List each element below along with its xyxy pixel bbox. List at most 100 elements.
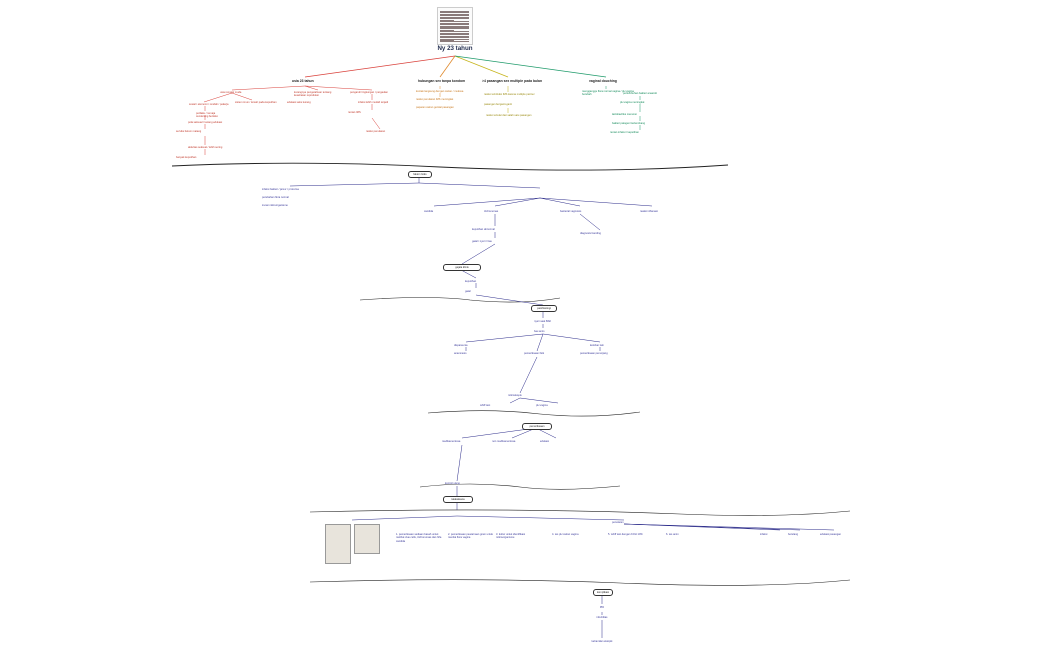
note: sistem imun / lemah pada keputihan [235, 101, 277, 104]
note: perilaku / remaja cenderung berisiko [196, 112, 218, 119]
note: 5. whiff test dengan KOH 10% [608, 533, 643, 536]
photo-thumbnail[interactable] [354, 524, 380, 554]
note: 2. pemeriksaan pewarnaan gram untuk meni… [448, 533, 493, 540]
note: 1. pemeriksaan sediaan basah untuk melih… [396, 533, 442, 543]
note: 6. tes amin [666, 533, 679, 536]
note: anamnesis [454, 352, 467, 355]
note: infeksi lebih mudah terjadi [358, 101, 388, 104]
note: keputihan [465, 280, 477, 283]
note: rentan infeksi / keputihan [610, 131, 639, 134]
note: kontak langsung dengan cairan / mukosa [416, 90, 464, 93]
note: gatal / nyeri / bau [472, 240, 492, 243]
document-text-line [440, 22, 469, 24]
branch-usia[interactable]: usia 23 tahun [292, 79, 314, 83]
note: medikamentosa [442, 440, 461, 443]
note: edukasi pasangan [820, 533, 842, 536]
document-text-line [440, 15, 469, 16]
photo-thumbnail[interactable] [325, 524, 351, 564]
note: kurangnya pengetahuan tentang kesehatan … [294, 91, 332, 98]
note: pH vagina [536, 404, 548, 407]
note: resiko penularan IMS meningkat [416, 98, 454, 101]
document-text-line [440, 28, 469, 29]
note: sosial / ekonomi / rendah / pekerja [189, 103, 229, 106]
section-separator [171, 162, 729, 171]
note: 4. tes pH cairan vagina [552, 533, 579, 536]
document-text-line [440, 26, 469, 28]
note: mikroskopis [508, 394, 522, 397]
connector-line [304, 85, 373, 91]
note: invasi mikroorganisme [262, 204, 288, 207]
connector-line [203, 92, 233, 103]
connector-line [460, 269, 477, 279]
section-box-gejala[interactable]: gejala klinis [443, 264, 481, 271]
source-document-thumbnail[interactable] [437, 7, 473, 45]
note: pengaruh lingkungan / pergaulan [350, 91, 388, 94]
document-text-line [440, 18, 469, 19]
note: bau amis [534, 330, 545, 333]
note: penularan [612, 521, 624, 524]
connector-line [519, 397, 559, 404]
connector-line [579, 213, 601, 231]
branch-pasangan[interactable]: >4 pasangan sex multiple pada bulan [482, 79, 543, 83]
section-box-faktor-risiko[interactable]: faktor risiko [408, 171, 432, 178]
connector-line [539, 197, 653, 207]
note: kehamilan ektopik [591, 640, 613, 643]
note: reaksi inflamasi [640, 210, 658, 213]
connector-line [461, 243, 496, 265]
root-node-title[interactable]: Ny 23 tahun [437, 45, 473, 52]
document-text-line [440, 16, 469, 18]
note: lactobacillus menurun [612, 113, 638, 116]
document-text-line [440, 40, 454, 41]
note: diagnosis banding [580, 232, 601, 235]
connector-line [418, 182, 541, 189]
note: gatal [465, 290, 471, 293]
document-text-line [440, 12, 469, 14]
note: aktivitas seksual / lebih sering [188, 146, 223, 149]
connector-line [371, 117, 381, 130]
document-text-line [440, 19, 454, 21]
section-separator [427, 410, 641, 417]
section-box-pemeriksaan[interactable]: pemeriksaan [522, 423, 552, 430]
document-text-line [440, 29, 454, 31]
note: infertilitas [596, 616, 608, 619]
branch-hubungan-sex[interactable]: hubungan sex tanpa kondom [418, 79, 466, 83]
section-separator [359, 297, 561, 303]
note: paparan cairan genital pasangan [416, 106, 454, 109]
note: rentan IMS [348, 111, 361, 114]
document-text-line [440, 32, 469, 34]
note: nyeri saat BAK [534, 320, 552, 323]
note: perubahan flora normal [262, 196, 289, 199]
connector-line [289, 182, 420, 187]
section-box-komplikasi[interactable]: komplikasi [593, 589, 613, 596]
note: infeksi [760, 533, 768, 536]
note: mengganggu flora normal vagina / pH vagi… [582, 90, 634, 97]
connector-line [231, 92, 253, 101]
note: resiko penularan [366, 130, 386, 133]
note: berulang [788, 533, 799, 536]
document-text-line [440, 37, 469, 38]
note: pertumbuhan bakteri anaerob [623, 92, 658, 95]
note: keputihan abnormal [472, 228, 495, 231]
connector-line [439, 55, 456, 78]
section-box-patofisiologi[interactable]: patofisiologi [531, 305, 557, 312]
note: pola seksual / kurang edukasi [188, 121, 223, 124]
note: resiko terinfeksi IMS karena multiple pa… [484, 93, 535, 96]
connector-line [539, 197, 581, 207]
document-text-line [440, 13, 469, 15]
note: resiko tertular dari salah satu pasangan [486, 114, 532, 117]
connector-line [454, 55, 509, 78]
document-text-line [440, 21, 469, 22]
note: edukasi [540, 440, 549, 443]
connector-line [304, 55, 456, 78]
note: 3. kultur untuk identifikasi mikroorgani… [496, 533, 526, 540]
connector-line [351, 515, 458, 521]
connector-line [454, 55, 607, 78]
branch-douching[interactable]: vaginal douching [589, 79, 617, 83]
section-box-tatalaksana[interactable]: tatalaksana [443, 496, 473, 503]
document-text-line [440, 11, 469, 12]
document-text-line [440, 24, 469, 25]
connector-line [456, 515, 625, 521]
connector-line [509, 397, 521, 404]
note: pemeriksaan penunjang [580, 352, 608, 355]
